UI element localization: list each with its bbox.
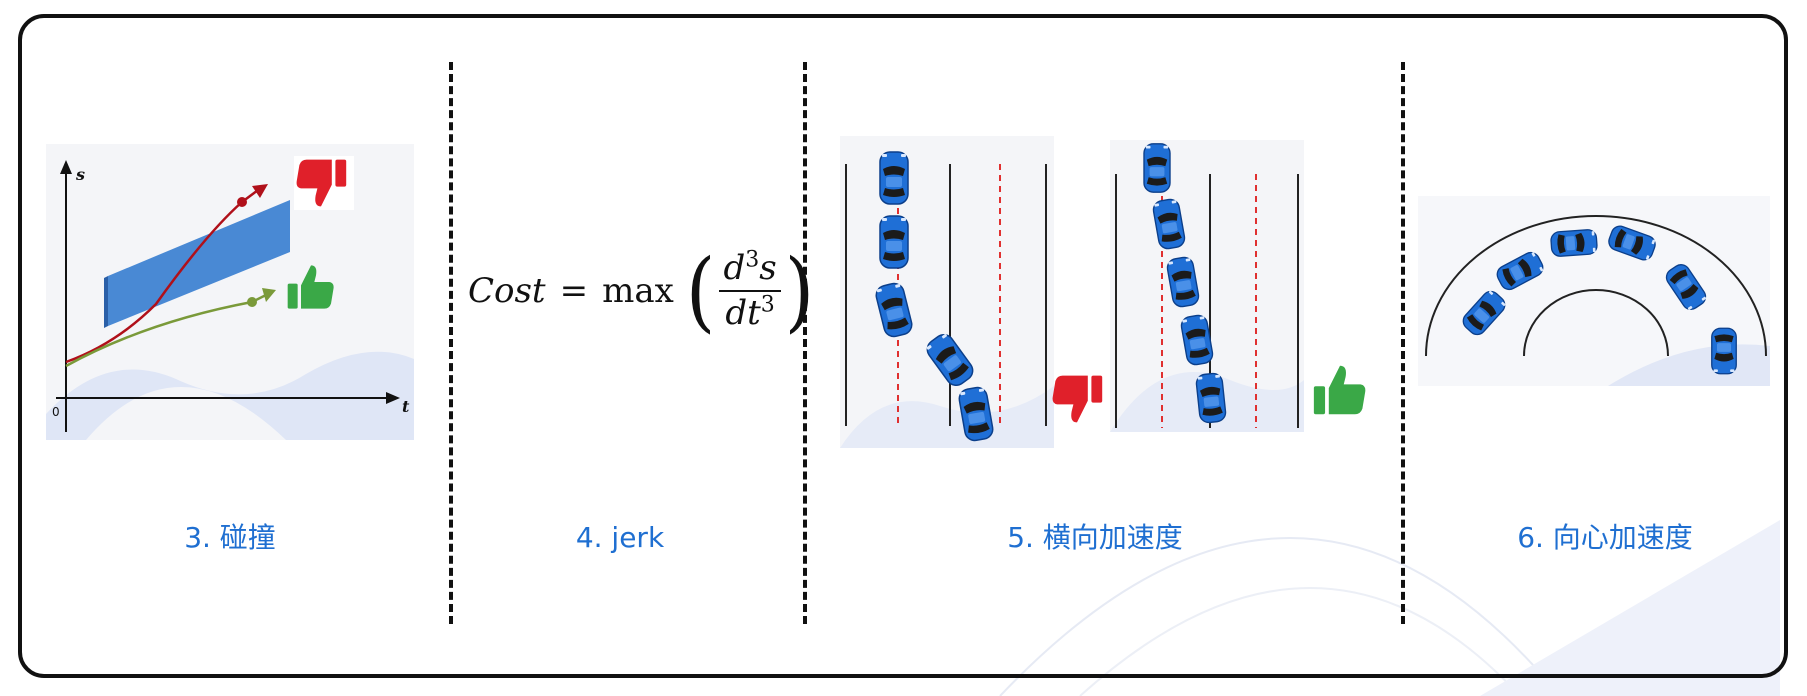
obstacle-region-side: [104, 276, 108, 328]
divider-2: [803, 62, 807, 624]
formula-left-paren: (: [685, 239, 716, 342]
divider-3: [1401, 62, 1405, 624]
caption-jerk: 4. jerk: [575, 521, 665, 554]
plot-bg-wave-2: [86, 387, 286, 440]
caption-centripetal-acceleration: 6. 向心加速度: [1517, 521, 1693, 554]
formula-numerator: d3s: [723, 247, 777, 288]
origin-label: 0: [52, 405, 60, 419]
good-trajectory-arrow: [262, 288, 276, 302]
centripetal-curve: [1418, 196, 1770, 386]
lateral-road-bad: [840, 136, 1054, 448]
car-icon: [1549, 228, 1599, 258]
car-icon: [1143, 143, 1171, 193]
lateral-good-thumb: [1313, 365, 1366, 415]
good-trajectory-point: [247, 297, 257, 307]
formula-fraction-bar: [719, 290, 781, 292]
y-axis-arrow: [60, 160, 72, 174]
thumbs-up-icon: [1313, 365, 1366, 415]
formula-operator: max: [602, 271, 674, 311]
good-trajectory: [65, 292, 269, 368]
outer-road-edge: [1425, 215, 1767, 357]
bad-trajectory-arrow: [252, 184, 268, 198]
formula-right-paren: ): [784, 239, 815, 342]
lateral-road-good: [1110, 140, 1304, 432]
obstacle-region: [108, 200, 290, 326]
jerk-cost-formula: Cost = max ( d3s dt3 ): [468, 236, 816, 346]
divider-1: [449, 62, 453, 624]
car-icon: [1711, 327, 1737, 375]
x-axis-label: t: [402, 397, 410, 416]
formula-fraction: d3s dt3: [719, 247, 781, 333]
x-axis-arrow: [386, 392, 400, 404]
caption-lateral-acceleration: 5. 横向加速度: [1007, 521, 1183, 554]
collision-st-plot: s t 0: [46, 144, 414, 440]
bad-trajectory-point: [237, 197, 247, 207]
caption-collision: 3. 碰撞: [184, 521, 276, 554]
car-icon: [1194, 371, 1228, 425]
car-icon: [879, 215, 909, 269]
lateral-bad-thumb: [1052, 375, 1103, 423]
formula-equals: =: [559, 271, 589, 311]
slide-frame: [18, 14, 1788, 678]
bad-trajectory: [65, 189, 259, 364]
car-icon: [879, 151, 909, 205]
formula-lhs: Cost: [468, 271, 546, 311]
thumbs-down-icon: [1052, 375, 1103, 423]
formula-denominator: dt3: [725, 292, 775, 333]
inner-road-edge: [1523, 289, 1669, 357]
y-axis-label: s: [75, 165, 85, 184]
